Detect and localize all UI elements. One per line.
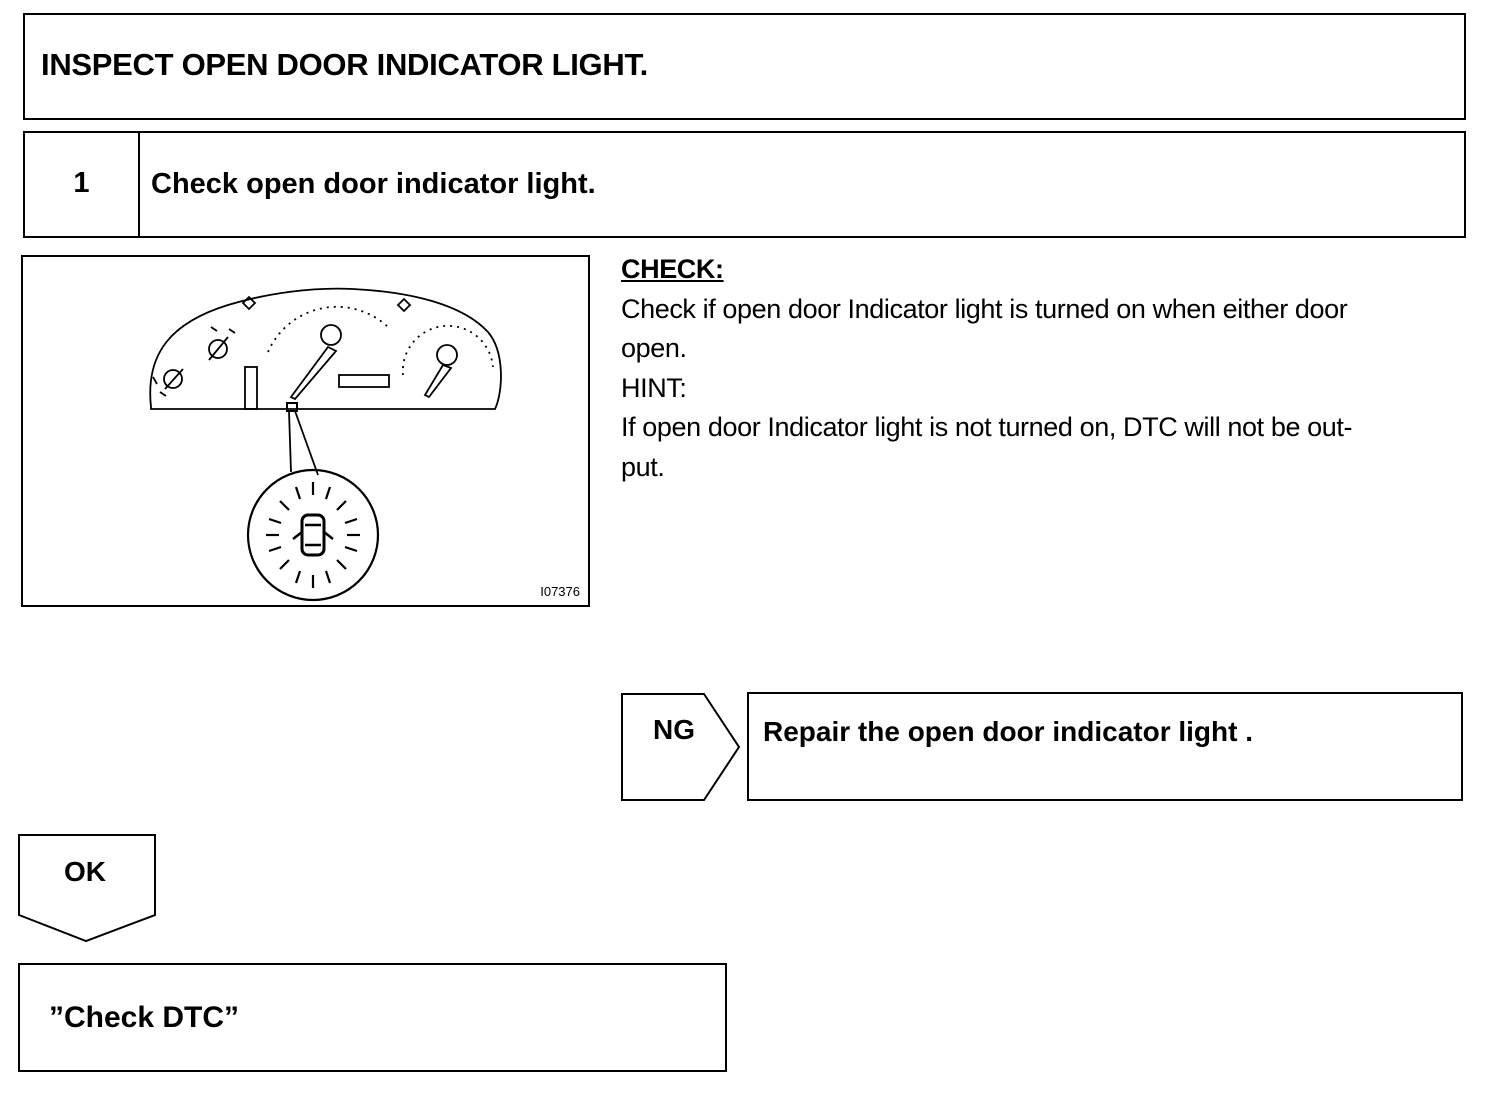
instrument-cluster-figure: I07376 <box>21 255 590 607</box>
next-step-box: ”Check DTC” <box>18 963 727 1072</box>
temp-gauge-icon <box>208 339 228 359</box>
check-heading: CHECK: <box>621 254 724 284</box>
ng-label: NG <box>653 714 695 745</box>
step-title: Check open door indicator light. <box>151 168 596 200</box>
hint-label: HINT: <box>621 372 687 403</box>
section-title: INSPECT OPEN DOOR INDICATOR LIGHT. <box>41 47 648 82</box>
figure-id: I07376 <box>540 584 580 599</box>
check-line: Check if open door Indicator light is tu… <box>621 293 1348 324</box>
check-instructions: CHECK: Check if open door Indicator ligh… <box>621 250 1481 487</box>
fuel-gauge-icon <box>163 369 183 389</box>
speedometer-icon <box>320 324 342 346</box>
open-door-car-icon <box>300 513 326 557</box>
step-header: 1 Check open door indicator light. <box>23 131 1466 238</box>
next-step-text: ”Check DTC” <box>49 1001 240 1034</box>
hint-line: put. <box>621 451 665 482</box>
ok-arrow-tag <box>18 834 156 943</box>
tachometer-icon <box>436 344 458 366</box>
section-title-box: INSPECT OPEN DOOR INDICATOR LIGHT. <box>23 13 1466 120</box>
hint-line: If open door Indicator light is not turn… <box>621 412 1353 442</box>
ng-action-box: Repair the open door indicator light . <box>747 692 1463 801</box>
light-rays <box>266 482 360 588</box>
cluster-outline <box>149 287 502 410</box>
instrument-cluster-illustration <box>149 287 502 602</box>
check-line: open. <box>621 333 687 363</box>
step-number-cell: 1 <box>25 133 140 236</box>
ng-arrow-tag <box>621 693 741 801</box>
ok-label: OK <box>64 856 106 887</box>
ng-action-text: Repair the open door indicator light . <box>763 716 1254 747</box>
step-number: 1 <box>73 167 90 199</box>
